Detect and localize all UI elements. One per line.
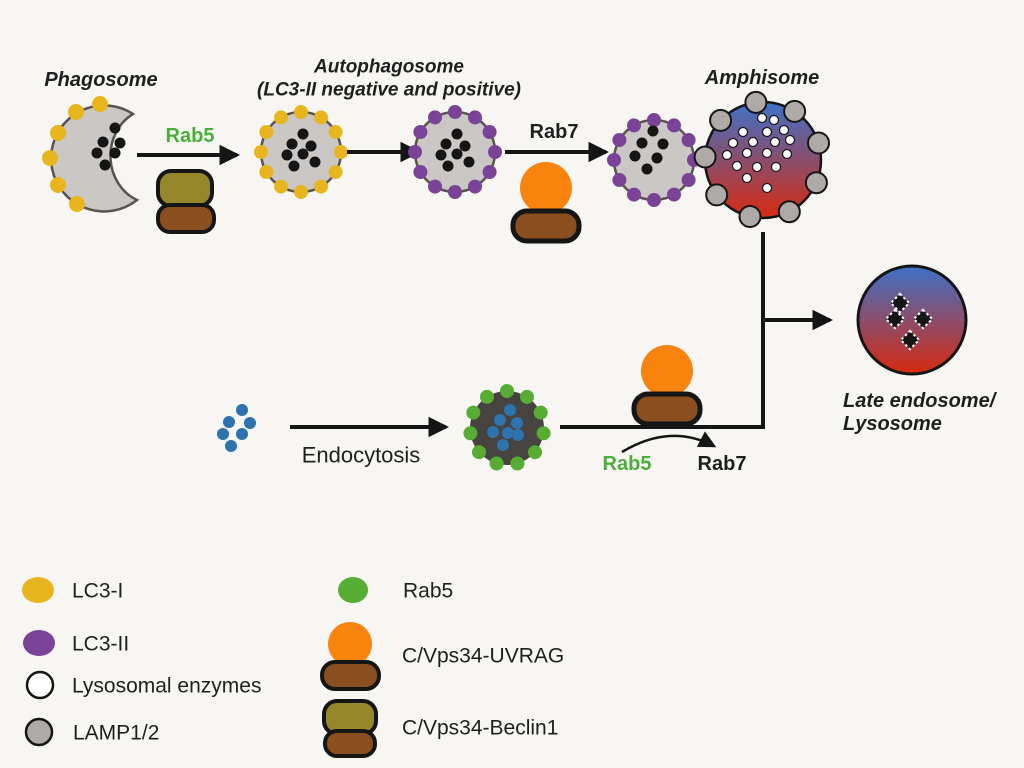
legend-label-lc3i: LC3-I: [72, 580, 123, 603]
late-endosome-label-line2: Lysosome: [843, 413, 942, 435]
legend-item-lc3ii: LC3-II: [23, 630, 129, 656]
autophagosome-label-line1: Autophagosome: [313, 57, 464, 78]
phagosome-label: Phagosome: [44, 69, 157, 91]
cvps34-beclin1-complex-icon: [156, 169, 216, 234]
legend-label-lysosomal-enzymes: Lysosomal enzymes: [72, 675, 261, 698]
rab5-membrane-dots: [463, 384, 551, 471]
lamp12-swatch-icon: [24, 717, 54, 747]
cargo-dots: [435, 128, 475, 172]
endocytosis-label: Endocytosis: [302, 443, 421, 468]
cargo-dots: [629, 125, 669, 175]
lysosomal-enzyme-swatch-icon: [25, 670, 55, 700]
legend: LC3-I LC3-II Lysosomal enzymes LAMP1/2 R…: [22, 577, 564, 758]
rab7-bottom-label: Rab7: [698, 453, 747, 475]
phagosome-lc3i-dots: [42, 96, 108, 212]
lc3i-swatch-icon: [22, 577, 54, 603]
phagosome-icon: [42, 96, 140, 213]
beclin1-brown-swatch-icon: [323, 729, 377, 758]
amphisome-label: Amphisome: [704, 67, 819, 89]
cargo-dots: [281, 128, 321, 172]
legend-label-cvps34-uvrag: C/Vps34-UVRAG: [402, 645, 564, 668]
cvps34-uvrag-complex-icon: [631, 345, 703, 427]
amphisome-autophagosome-icon: [607, 113, 701, 207]
arrow-rab5-to-rab7-icon: [621, 431, 717, 454]
rab5-swatch-icon: [338, 577, 368, 603]
legend-label-cvps34-beclin1: C/Vps34-Beclin1: [402, 717, 558, 740]
legend-item-lysosomal-enzymes: Lysosomal enzymes: [25, 670, 261, 700]
autophagosome-label-line2: (LC3-II negative and positive): [257, 80, 521, 101]
autophagosome-lc3ii-icon: [408, 105, 502, 199]
late-endosome-lysosome-icon: [856, 264, 968, 376]
legend-item-rab5: Rab5: [338, 577, 453, 603]
uvrag-brown-swatch-icon: [320, 660, 381, 691]
endosome-to-amphisome-connector-line: [560, 232, 765, 429]
extracellular-cargo-dots: [217, 404, 256, 452]
legend-item-cvps34-beclin1: C/Vps34-Beclin1: [322, 699, 558, 758]
rab5-bottom-label: Rab5: [603, 453, 652, 475]
lc3i-membrane-dots: [254, 105, 348, 199]
autophagosome-lc3i-icon: [254, 105, 348, 199]
late-endosome-label-line1: Late endosome/: [843, 390, 998, 412]
rab5-top-label: Rab5: [166, 125, 215, 147]
legend-label-lamp12: LAMP1/2: [73, 722, 159, 745]
lamp12-membrane-dots: [693, 90, 830, 228]
legend-item-cvps34-uvrag: C/Vps34-UVRAG: [320, 622, 564, 691]
cvps34-uvrag-complex-icon: [510, 162, 582, 244]
rab7-top-label: Rab7: [530, 121, 579, 143]
legend-item-lc3i: LC3-I: [22, 577, 123, 603]
lysosomal-enzyme-dots: [721, 112, 796, 194]
legend-item-lamp12: LAMP1/2: [24, 717, 159, 747]
phagosome-cargo-dots: [91, 122, 126, 171]
endocytosed-cargo-dots: [487, 404, 524, 451]
legend-label-rab5: Rab5: [403, 580, 453, 603]
lc3ii-membrane-dots: [408, 105, 502, 199]
uvrag-orange-swatch-icon: [328, 622, 372, 666]
degraded-cargo-diamonds: [884, 292, 934, 351]
amphisome-body-icon: [693, 90, 830, 228]
legend-label-lc3ii: LC3-II: [72, 633, 129, 656]
early-endosome-icon: [463, 384, 551, 471]
lc3ii-swatch-icon: [23, 630, 55, 656]
